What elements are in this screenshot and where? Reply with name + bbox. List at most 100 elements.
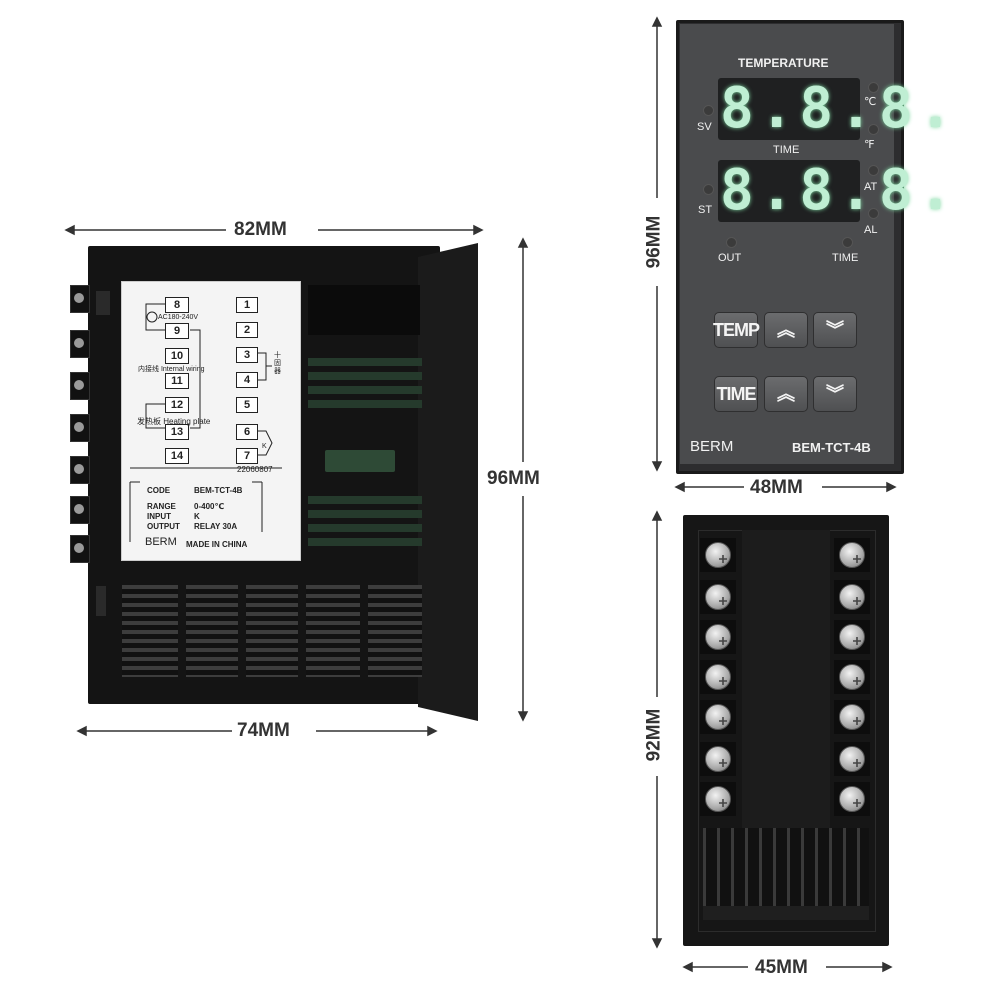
screw-head [839,664,865,690]
side-terminal [70,535,90,563]
code-key: CODE [147,486,171,495]
terminal-box-7: 7 [236,448,258,464]
screw-head [839,584,865,610]
terminal-box-9: 9 [165,323,189,339]
sv-label: SV [697,121,712,133]
heating-plate-text: 发热板 Heating plate [137,417,211,426]
side-vents [122,585,422,677]
pcb-slit [308,386,422,394]
terminal-box-6: 6 [236,424,258,440]
dimension-front-width: 48MM [750,477,803,498]
terminal-screw-icon [700,700,736,734]
pcb-slit [308,358,422,366]
screw-head [839,624,865,650]
terminal-screw-icon [700,580,736,614]
temp-down-button[interactable]: ︾ [813,312,857,348]
back-vents [703,828,869,906]
out-label: OUT [718,252,742,264]
al-led [868,208,879,219]
output-value: RELAY 30A [194,522,238,531]
thermocouple-text: K [262,443,267,450]
double-chevron-down-icon: ︾ [826,320,844,340]
time-button[interactable]: TIME [714,376,758,412]
serial-number: 22060807 [237,465,273,474]
double-chevron-up-icon: ︽ [777,320,795,340]
terminal-screw-icon [834,742,870,776]
terminal-screw-icon [834,782,870,816]
back-foot [703,906,869,920]
terminal-box-3: 3 [236,347,258,363]
temp-button[interactable]: TEMP [713,312,760,348]
time-mid-label: TIME [773,144,800,156]
time-down-button[interactable]: ︾ [813,376,857,412]
ssr-text: 十 固 器 [274,352,281,375]
al-label: AL [864,224,878,236]
panel-brand: BERM [690,438,734,455]
vent-divider [298,585,306,677]
pcb-slit [308,510,422,518]
pcb-slit [308,372,422,380]
pcb-slit [308,496,422,504]
input-value: K [194,512,200,521]
pcb-slit [308,524,422,532]
screw-head [705,542,731,568]
st-indicator-led [703,184,714,195]
wiring-label [121,281,301,561]
screw-head [705,704,731,730]
sv-display: 8.8.8. [718,158,952,223]
double-chevron-down-icon: ︾ [826,384,844,404]
terminal-box-12: 12 [165,397,189,413]
fahrenheit-led [868,124,879,135]
range-key: RANGE [147,502,176,511]
side-terminal [70,372,90,400]
internal-wiring-text: 内接线 Internal wiring [138,366,205,373]
side-terminal [70,330,90,358]
terminal-box-1: 1 [236,297,258,313]
vent-divider [238,585,246,677]
temp-up-button[interactable]: ︽ [764,312,808,348]
terminal-screw-icon [834,700,870,734]
time-led-label: TIME [832,252,859,264]
screw-head [839,704,865,730]
vent-divider [178,585,186,677]
terminal-box-14: 14 [165,448,189,464]
at-label: AT [864,181,878,193]
time-button-label: TIME [716,383,757,404]
terminal-box-11: 11 [165,373,189,389]
panel-title: TEMPERATURE [738,56,829,70]
dimension-side-depth: 74MM [237,720,290,741]
vent-divider [360,585,368,677]
screw-head [839,746,865,772]
sv-digits: 8.8.8. [720,158,959,223]
side-clip [96,291,110,315]
side-terminal [70,456,90,484]
screw-head [705,624,731,650]
out-led [726,237,737,248]
pv-display: 8.8.8. [718,76,952,141]
side-terminal [70,285,90,313]
celsius-led [868,82,879,93]
sv-indicator-led [703,105,714,116]
side-window [308,285,420,335]
terminal-box-8: 8 [165,297,189,313]
screw-head [705,746,731,772]
panel-model: BEM-TCT-4B [792,440,871,455]
side-front-bezel [418,243,478,721]
double-chevron-up-icon: ︽ [777,384,795,404]
terminal-screw-icon [700,538,736,572]
dimension-back-width: 45MM [755,957,808,978]
dimension-side-height: 96MM [487,468,540,489]
side-clip [96,586,106,616]
back-center-plate [742,530,830,830]
time-up-button[interactable]: ︽ [764,376,808,412]
celsius-label: ℃ [864,96,877,108]
code-value: BEM-TCT-4B [194,486,243,495]
terminal-box-10: 10 [165,348,189,364]
terminal-screw-icon [700,620,736,654]
terminal-screw-icon [834,580,870,614]
screw-head [705,584,731,610]
power-text: AC180-240V [158,314,199,321]
dimension-side-width: 82MM [234,219,287,240]
screw-head [839,786,865,812]
range-value: 0-400℃ [194,502,225,511]
